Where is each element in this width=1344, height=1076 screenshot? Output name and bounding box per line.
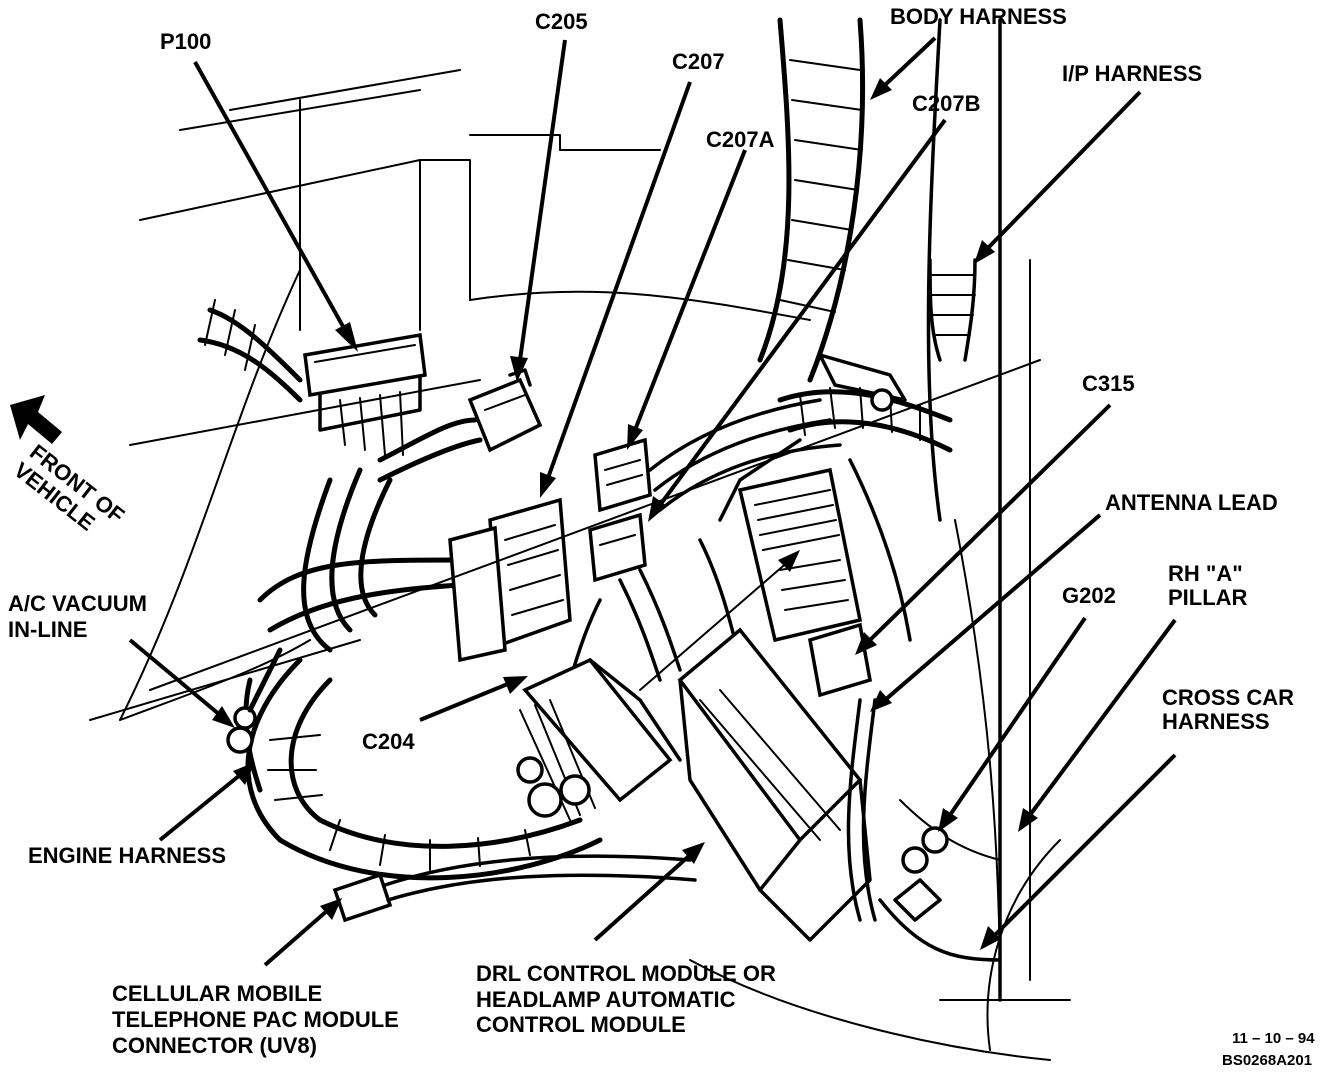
leader-lines — [128, 36, 1177, 967]
label-cross-car-harness-2: HARNESS — [1162, 709, 1270, 734]
c315-connector — [737, 353, 907, 698]
label-cellular-3: CONNECTOR (UV8) — [112, 1033, 317, 1058]
label-g202: G202 — [1062, 583, 1116, 608]
label-cellular-2: TELEPHONE PAC MODULE — [112, 1007, 399, 1032]
label-ac-vacuum-1: A/C VACUUM — [8, 591, 147, 616]
label-c207b: C207B — [912, 91, 981, 116]
label-c204: C204 — [362, 729, 415, 754]
c207-connector — [448, 497, 572, 663]
c207a-connector — [593, 437, 652, 513]
label-ac-vacuum-2: IN-LINE — [8, 617, 88, 642]
g202-ground — [893, 826, 949, 922]
label-cellular-1: CELLULAR MOBILE — [112, 981, 323, 1006]
label-p100: P100 — [160, 29, 212, 54]
date-code: 11 – 10 – 94 — [1232, 1030, 1315, 1047]
label-drl-module-2: HEADLAMP AUTOMATIC — [476, 987, 736, 1012]
label-c315: C315 — [1082, 371, 1135, 396]
front-of-vehicle-arrow — [10, 395, 62, 444]
cellular-connector — [332, 854, 697, 923]
label-ip-harness: I/P HARNESS — [1062, 61, 1203, 86]
label-c205: C205 — [535, 9, 588, 34]
ac-vacuum-fitting — [226, 647, 283, 754]
drl-control-module — [677, 627, 872, 942]
label-c207: C207 — [672, 49, 725, 74]
c205-connector — [377, 368, 543, 483]
label-antenna-lead: ANTENNA LEAD — [1105, 490, 1278, 515]
c204-connector — [516, 657, 682, 821]
c207b-connector — [588, 512, 647, 583]
label-body-harness: BODY HARNESS — [890, 4, 1067, 29]
label-drl-module-1: DRL CONTROL MODULE OR — [476, 961, 776, 986]
label-drl-module-3: CONTROL MODULE — [476, 1012, 686, 1037]
engine-harness-bundle — [243, 467, 603, 881]
antenna-lead-cable — [846, 698, 877, 922]
p100-connector — [197, 299, 427, 456]
body-harness-bundle — [757, 17, 977, 383]
label-engine-harness: ENGINE HARNESS — [28, 843, 227, 868]
figure-id: BS0268A201 — [1222, 1052, 1313, 1069]
label-cross-car-harness-1: CROSS CAR — [1162, 685, 1295, 710]
label-rh-a-pillar-1: RH "A" — [1168, 561, 1243, 586]
rh-a-pillar — [878, 18, 1031, 1002]
label-c207a: C207A — [706, 127, 775, 152]
label-rh-a-pillar-2: PILLAR — [1168, 585, 1248, 610]
